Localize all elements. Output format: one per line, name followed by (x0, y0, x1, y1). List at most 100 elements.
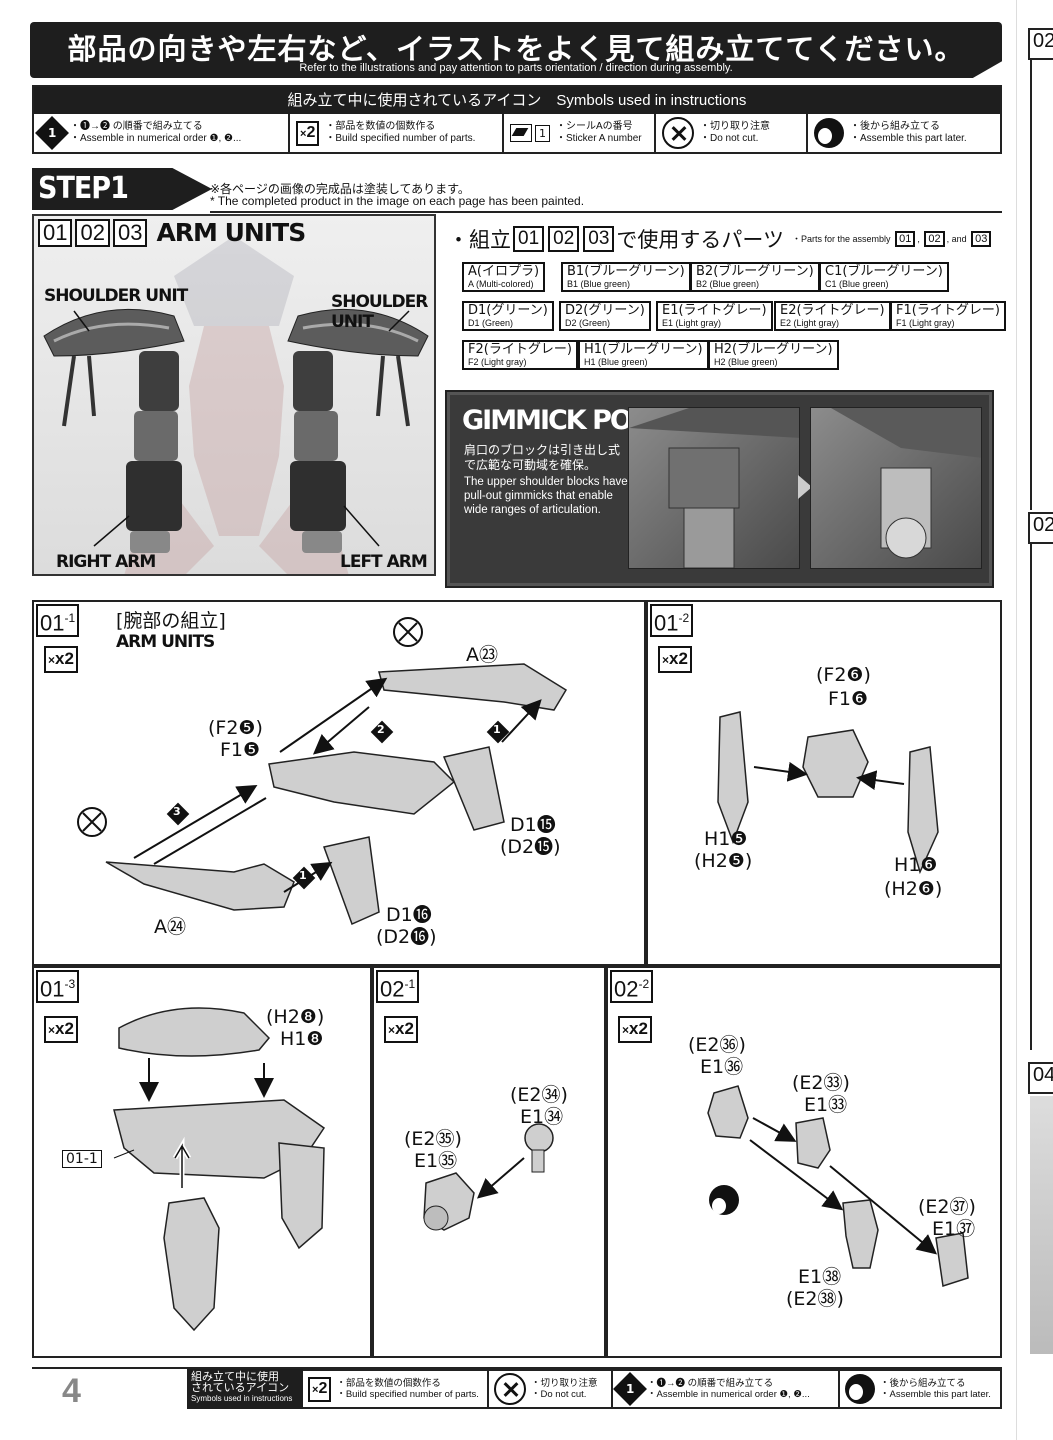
x2-icon: ×x2 (658, 646, 692, 673)
footer-order-jp: ・❶→❷ の順番で組み立てる (647, 1378, 774, 1389)
assembly-number: 03 (971, 231, 992, 247)
section-sub-number: -3 (64, 977, 76, 991)
assemble-later-icon (814, 118, 844, 148)
parts-sub-prefix: ・Parts for the assembly (792, 234, 891, 244)
section-02-1: 02-1 ×x2 (E2㉞) E1㉞ (E2㉟) E1㉟ (372, 966, 606, 1358)
part-tag: H2(ブルーグリーン)H2 (Blue green) (708, 340, 839, 370)
footer-nocut-en: ・Do not cut. (531, 1389, 587, 1400)
section-number-label: 02-1 (376, 970, 420, 1004)
symbol-sticker-en: ・Sticker A number (556, 133, 642, 144)
section-sub-number: -2 (638, 977, 650, 991)
part-label-h2-8: (H2❽) (266, 1006, 325, 1028)
x2-icon: ×x2 (618, 1016, 652, 1043)
assembly-number: 03 (583, 226, 615, 252)
footer-later-jp: ・後から組み立てる (880, 1378, 966, 1389)
assembly-number: 01 (513, 226, 545, 252)
part-label-e1-37: E1㊲ (932, 1218, 976, 1240)
part-label-e2-34: (E2㉞) (510, 1084, 568, 1106)
adjacent-section-tab: 02 (1028, 512, 1053, 544)
symbol-later-en: ・Assemble this part later. (850, 133, 967, 144)
footer-nocut-jp: ・切り取り注意 (531, 1378, 598, 1389)
assembly-diagram-01-2 (717, 711, 939, 875)
shoulder-unit-label-right: SHOULDER UNIT (331, 292, 428, 332)
footer-heading-jp2: されているアイコン (191, 1381, 290, 1394)
number-diamond-icon: 1 (35, 116, 69, 150)
part-tag-en: H1 (Blue green) (584, 357, 648, 367)
part-tag-jp: F2(ライトグレー) (468, 342, 572, 357)
part-label-e1-36: E1㊱ (700, 1056, 744, 1078)
part-tag-jp: E1(ライトグレー) (662, 303, 767, 318)
parts-title-suffix: で使用するパーツ (616, 228, 785, 252)
step-label: STEP1 (32, 168, 212, 210)
footer-order-en: ・Assemble in numerical order ❶, ❷... (647, 1389, 810, 1400)
section-number: 01 (40, 610, 65, 636)
part-label-d1-16: D1⓰ (386, 904, 432, 926)
x2-count: x2 (55, 1019, 74, 1038)
part-label-e1-38: E1㊳ (798, 1266, 842, 1288)
adjacent-section-tab: 04 (1028, 1062, 1053, 1094)
part-label-h2-6: (H2❻) (884, 878, 943, 900)
adjacent-page-image (1030, 1096, 1053, 1354)
x2-count: x2 (629, 1019, 648, 1038)
symbol-order: 1 ・❶→❷ の順番で組み立てる・Assemble in numerical o… (34, 114, 290, 152)
part-label-f2-6: (F2❻) (816, 664, 871, 686)
parts-title-prefix: ・組立 (448, 228, 511, 252)
part-tag: D1(グリーン)D1 (Green) (462, 301, 554, 331)
parts-list-title: ・組立 01 02 03 で使用するパーツ ・Parts for the ass… (448, 224, 993, 254)
part-label-d2-15: (D2⓯) (500, 836, 561, 858)
right-arm-label: RIGHT ARM (56, 552, 156, 572)
part-tag-jp: F1(ライトグレー) (896, 303, 1000, 318)
x2-count: x2 (669, 649, 688, 668)
footer-count-jp: ・部品を数値の個数作る (336, 1378, 441, 1389)
part-label-f1-6: F1❻ (828, 688, 869, 710)
part-tag-en: D1 (Green) (468, 318, 514, 328)
part-label-a24: A㉔ (154, 916, 186, 938)
section-sub-number: -1 (404, 977, 416, 991)
gimmick-photo-after (810, 407, 982, 569)
part-tag: B2(ブルーグリーン)B2 (Blue green) (690, 262, 820, 292)
part-tag-jp: H2(ブルーグリーン) (714, 342, 833, 357)
section-number-label: 01-1 (36, 604, 80, 638)
footer-symbols-heading: 組み立て中に使用 されているアイコン Symbols used in instr… (187, 1369, 303, 1409)
symbol-count-jp: ・部品を数値の個数作る (325, 121, 436, 132)
part-tag: A(イロプラ)A (Multi-colored) (462, 262, 546, 292)
symbols-heading: 組み立て中に使用されているアイコン Symbols used in instru… (34, 87, 1000, 114)
footer-heading-jp1: 組み立て中に使用 (191, 1370, 279, 1383)
symbol-sticker: 1 ・シールAの番号・Sticker A number (504, 114, 656, 152)
part-tag-en: D2 (Green) (565, 318, 611, 328)
symbol-nocut-jp: ・切り取り注意 (700, 121, 770, 132)
part-tag-en: H2 (Blue green) (714, 357, 778, 367)
part-tag-jp: E2(ライトグレー) (780, 303, 885, 318)
part-tag: F2(ライトグレー)F2 (Light gray) (462, 340, 578, 370)
assembly-number: 02 (924, 231, 945, 247)
part-tag-jp: D1(グリーン) (468, 303, 548, 318)
section-02-2: 02-2 ×x2 (E2㊱) E1㊱ (E2㉝) E1㉝ (E2㊲) E1㊲ E… (606, 966, 1002, 1358)
section-01-1: 01-1 [腕部の組立] ARM UNITS ×x2 1 2 (32, 600, 646, 966)
x2-icon: ×x2 (384, 1016, 418, 1043)
footer-symbol-later: ・後から組み立てる・Assemble this part later. (840, 1369, 1002, 1409)
footer-symbol-count: ×2 ・部品を数値の個数作る・Build specified number of… (303, 1369, 489, 1409)
symbol-count-en: ・Build specified number of parts. (325, 133, 476, 144)
part-tag: F1(ライトグレー)F1 (Light gray) (890, 301, 1006, 331)
page-number: 4 (62, 1372, 81, 1410)
step-number-3: 3 (173, 805, 181, 818)
part-tag-en: B1 (Blue green) (567, 279, 631, 289)
reference-box: 01-1 (62, 1150, 102, 1168)
section-title-en: ARM UNITS (116, 632, 215, 652)
parts-title-sub: ・Parts for the assembly 01, 02, and 03 (792, 231, 993, 247)
divider (1030, 540, 1032, 1050)
assembly-number: 02 (548, 226, 580, 252)
assembly-diagram-01-1 (77, 617, 568, 926)
parts-sub-and: , and (946, 234, 967, 244)
part-label-h1-8: H1❽ (280, 1028, 324, 1050)
robot-photo-illustration (43, 236, 429, 574)
part-tag: E1(ライトグレー)E1 (Light gray) (656, 301, 773, 331)
section-number: 02 (614, 976, 639, 1002)
part-tag-jp: B1(ブルーグリーン) (567, 264, 685, 279)
footer-count-en: ・Build specified number of parts. (336, 1389, 479, 1400)
shoulder-unit-label-left: SHOULDER UNIT (44, 286, 188, 306)
sticker-icon: 1 (510, 124, 550, 142)
arm-units-title-row: 01 02 03 ARM UNITS (38, 218, 306, 247)
section-number: 01 (40, 976, 65, 1002)
assembly-number: 03 (112, 218, 148, 247)
